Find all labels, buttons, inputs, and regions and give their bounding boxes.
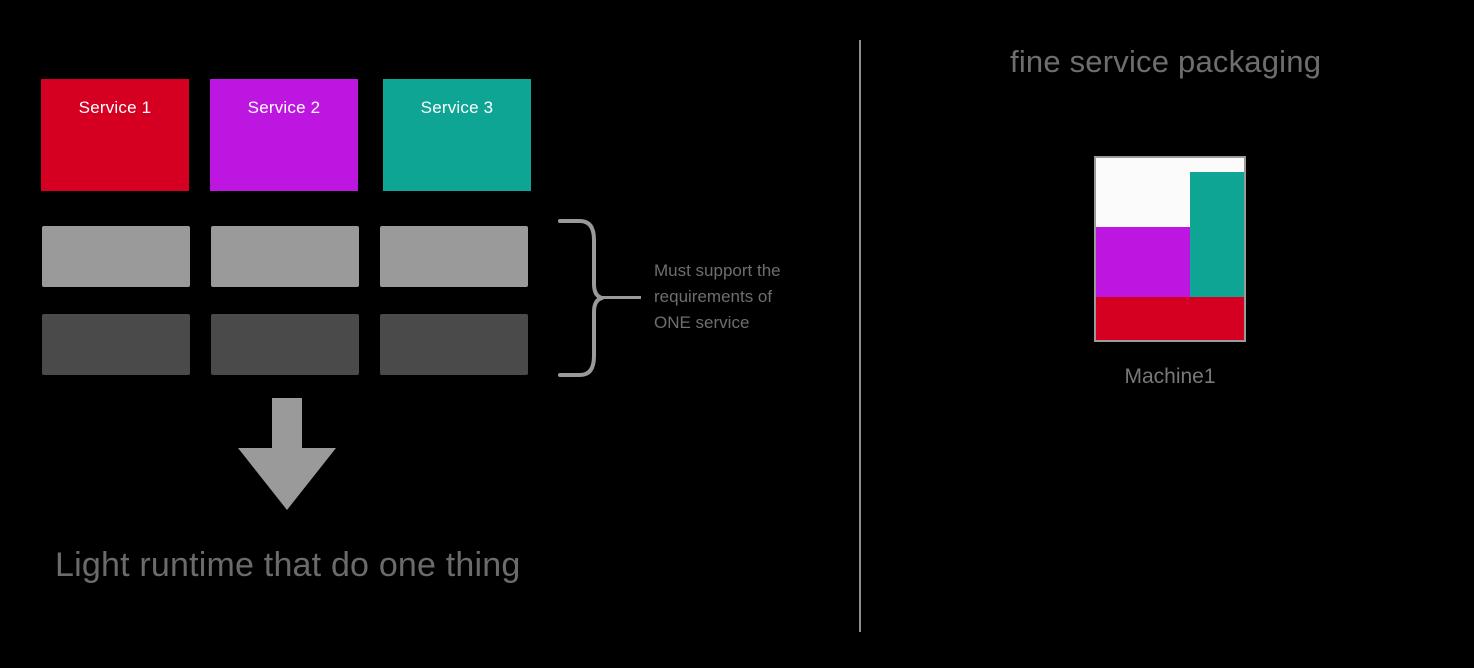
- runtime-bar-light-2: [211, 226, 359, 287]
- vertical-divider: [859, 40, 861, 632]
- service-box-2-label: Service 2: [247, 98, 321, 117]
- right-panel-title: fine service packaging: [1010, 44, 1322, 79]
- machine-segment-service-1: [1096, 297, 1244, 340]
- service-box-1-label: Service 1: [78, 98, 152, 117]
- callout-text: Must support the requirements of ONE ser…: [654, 258, 781, 336]
- callout-line-1: Must support the: [654, 261, 781, 280]
- machine-block[interactable]: [1094, 156, 1246, 342]
- runtime-bar-light-3: [380, 226, 528, 287]
- runtime-bar-dark-1: [42, 314, 190, 375]
- machine-segment-service-3: [1190, 172, 1244, 311]
- runtime-bar-light-1: [42, 226, 190, 287]
- runtime-bar-dark-2: [211, 314, 359, 375]
- down-arrow: [232, 398, 342, 512]
- brace-connector-line: [601, 296, 641, 299]
- service-box-1[interactable]: Service 1: [41, 79, 189, 191]
- runtime-bar-dark-3: [380, 314, 528, 375]
- machine-label: Machine1: [1124, 365, 1216, 388]
- service-box-2[interactable]: Service 2: [210, 79, 358, 191]
- callout-line-2: requirements of: [654, 287, 773, 306]
- grouping-brace: [558, 218, 606, 378]
- service-box-3[interactable]: Service 3: [383, 79, 531, 191]
- service-box-3-label: Service 3: [420, 98, 494, 117]
- arrow-down-icon: [238, 398, 336, 510]
- right-panel: fine service packaging Machine1: [0, 0, 1474, 388]
- brace-icon: [558, 219, 604, 377]
- callout-line-3: ONE service: [654, 313, 750, 332]
- bottom-caption: Light runtime that do one thing: [55, 546, 521, 584]
